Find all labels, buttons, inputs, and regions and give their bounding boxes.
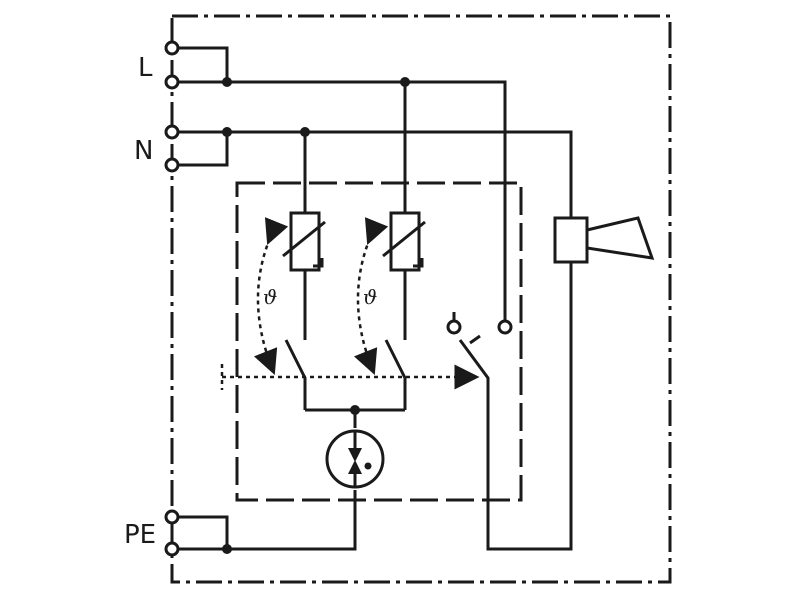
actuation-arrow-2 xyxy=(353,217,389,375)
terminal-pe-2 xyxy=(164,541,180,557)
label-l: L xyxy=(138,53,153,83)
label-pe: PE xyxy=(124,520,156,550)
horn-icon xyxy=(553,216,655,264)
inner-enclosure xyxy=(235,181,523,502)
thermostat-1-symbol: ϑ xyxy=(263,285,277,309)
terminal-n-2 xyxy=(164,157,180,173)
terminals xyxy=(164,40,513,557)
actuation-arrow-1 xyxy=(253,217,289,375)
junctions xyxy=(222,77,410,554)
junction-l-thermo2 xyxy=(400,77,410,87)
terminal-pe-1 xyxy=(164,509,180,525)
junction-n-thermo1 xyxy=(300,127,310,137)
switch-contact-right xyxy=(497,319,513,335)
thermostat-2-symbol: ϑ xyxy=(363,285,377,309)
junction-common xyxy=(350,405,360,415)
central-element xyxy=(325,429,385,489)
junction-l xyxy=(222,77,232,87)
terminal-l-1 xyxy=(164,40,180,56)
actuation-links xyxy=(222,217,480,390)
junction-pe xyxy=(222,544,232,554)
terminal-l-2 xyxy=(164,74,180,90)
switch-contact-left xyxy=(446,319,462,335)
terminal-n-1 xyxy=(164,124,180,140)
thermostat-1 xyxy=(282,211,326,272)
thermostat-2 xyxy=(382,211,426,272)
label-n: N xyxy=(134,136,153,166)
outer-enclosure xyxy=(170,14,672,584)
junction-n xyxy=(222,127,232,137)
